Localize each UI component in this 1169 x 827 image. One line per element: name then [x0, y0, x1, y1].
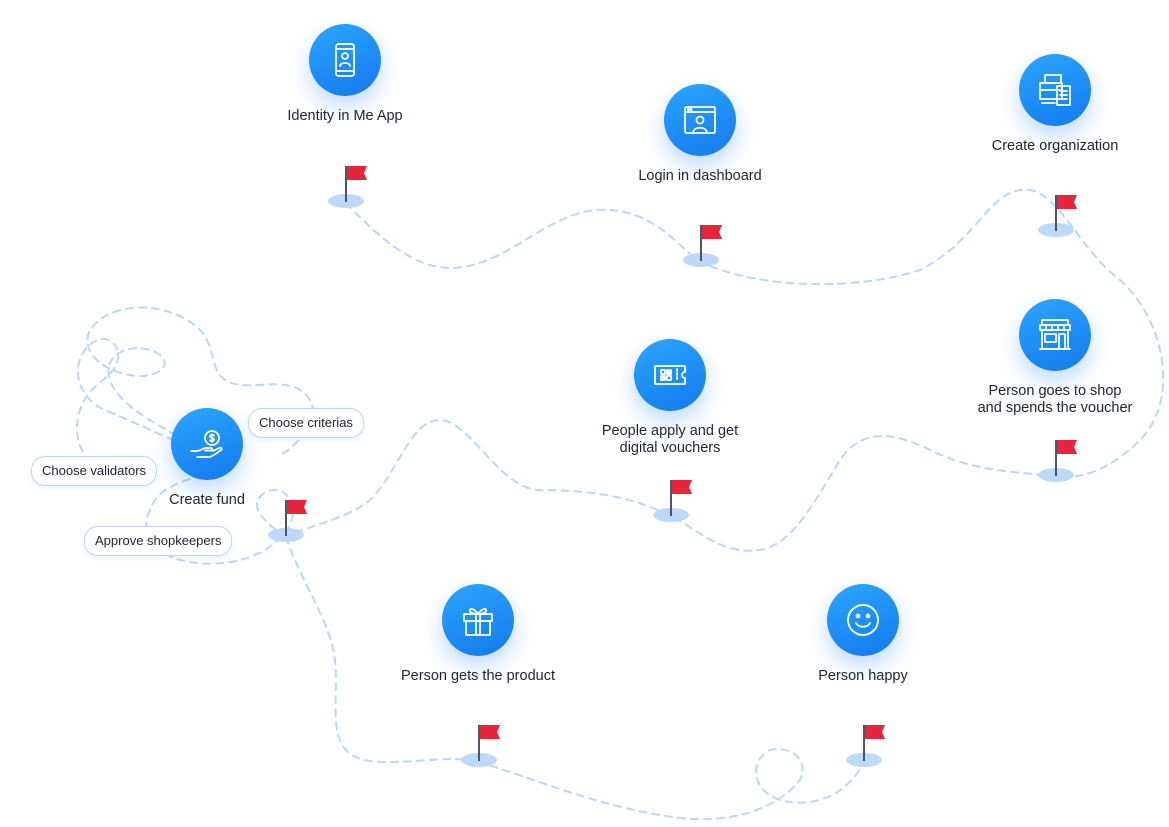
step-product-badge	[442, 584, 514, 656]
step-vouchers-label: People apply and get digital vouchers	[601, 423, 739, 456]
shop-storefront-icon	[1039, 319, 1071, 350]
flag-icon	[478, 725, 500, 761]
flag-icon	[345, 166, 367, 202]
voucher-ticket-icon	[654, 365, 686, 385]
step-organization-badge	[1019, 54, 1091, 126]
path-segment-fund-to-product	[285, 536, 479, 764]
flag-icon	[1055, 440, 1077, 476]
flag-icon	[670, 480, 692, 516]
gift-box-icon	[463, 608, 493, 636]
office-building-icon	[1039, 74, 1071, 106]
step-happy-badge	[827, 584, 899, 656]
step-login-badge	[664, 84, 736, 156]
step-shop: Person goes to shop and spends the vouch…	[945, 299, 1165, 417]
step-happy-label: Person happy	[818, 668, 908, 684]
path-segment-fund-loop-far-left	[75, 338, 211, 479]
path-segment-product-to-happy	[477, 748, 865, 821]
approve-shopkeepers-chip: Approve shopkeepers	[84, 526, 233, 556]
smiley-face-icon	[847, 604, 879, 636]
path-segment-shop-loop	[285, 418, 1058, 552]
flag-icon	[285, 500, 307, 536]
step-fund-label: Create fund	[169, 492, 245, 508]
step-login-label: Login in dashboard	[638, 168, 762, 184]
step-shop-label: Person goes to shop and spends the vouch…	[977, 383, 1133, 416]
step-happy: Person happy	[753, 584, 973, 685]
step-organization: Create organization	[945, 54, 1165, 155]
step-organization-label: Create organization	[991, 138, 1119, 154]
step-product: Person gets the product	[368, 584, 588, 685]
hand-coin-icon	[190, 430, 223, 458]
flag-icon	[1055, 195, 1077, 231]
path-segment-main	[345, 188, 1165, 478]
step-fund-badge	[171, 408, 243, 480]
step-identity-badge	[309, 24, 381, 96]
path-segment-fund-loop-left	[86, 306, 314, 456]
step-product-label: Person gets the product	[401, 668, 555, 684]
step-login: Login in dashboard	[590, 84, 810, 185]
flag-icon	[863, 725, 885, 761]
choose-validators-chip: Choose validators	[31, 456, 158, 486]
step-identity-label: Identity in Me App	[287, 108, 403, 124]
choose-criterias-chip: Choose criterias	[248, 408, 364, 438]
path-segment-fund-loop-top	[145, 469, 294, 565]
phone-user-icon	[335, 43, 355, 77]
flag-icon	[700, 225, 722, 261]
step-fund: Create fund	[97, 408, 317, 509]
browser-user-icon	[684, 106, 716, 134]
step-identity: Identity in Me App	[235, 24, 455, 125]
step-vouchers: People apply and get digital vouchers	[560, 339, 780, 457]
step-shop-badge	[1019, 299, 1091, 371]
step-vouchers-badge	[634, 339, 706, 411]
